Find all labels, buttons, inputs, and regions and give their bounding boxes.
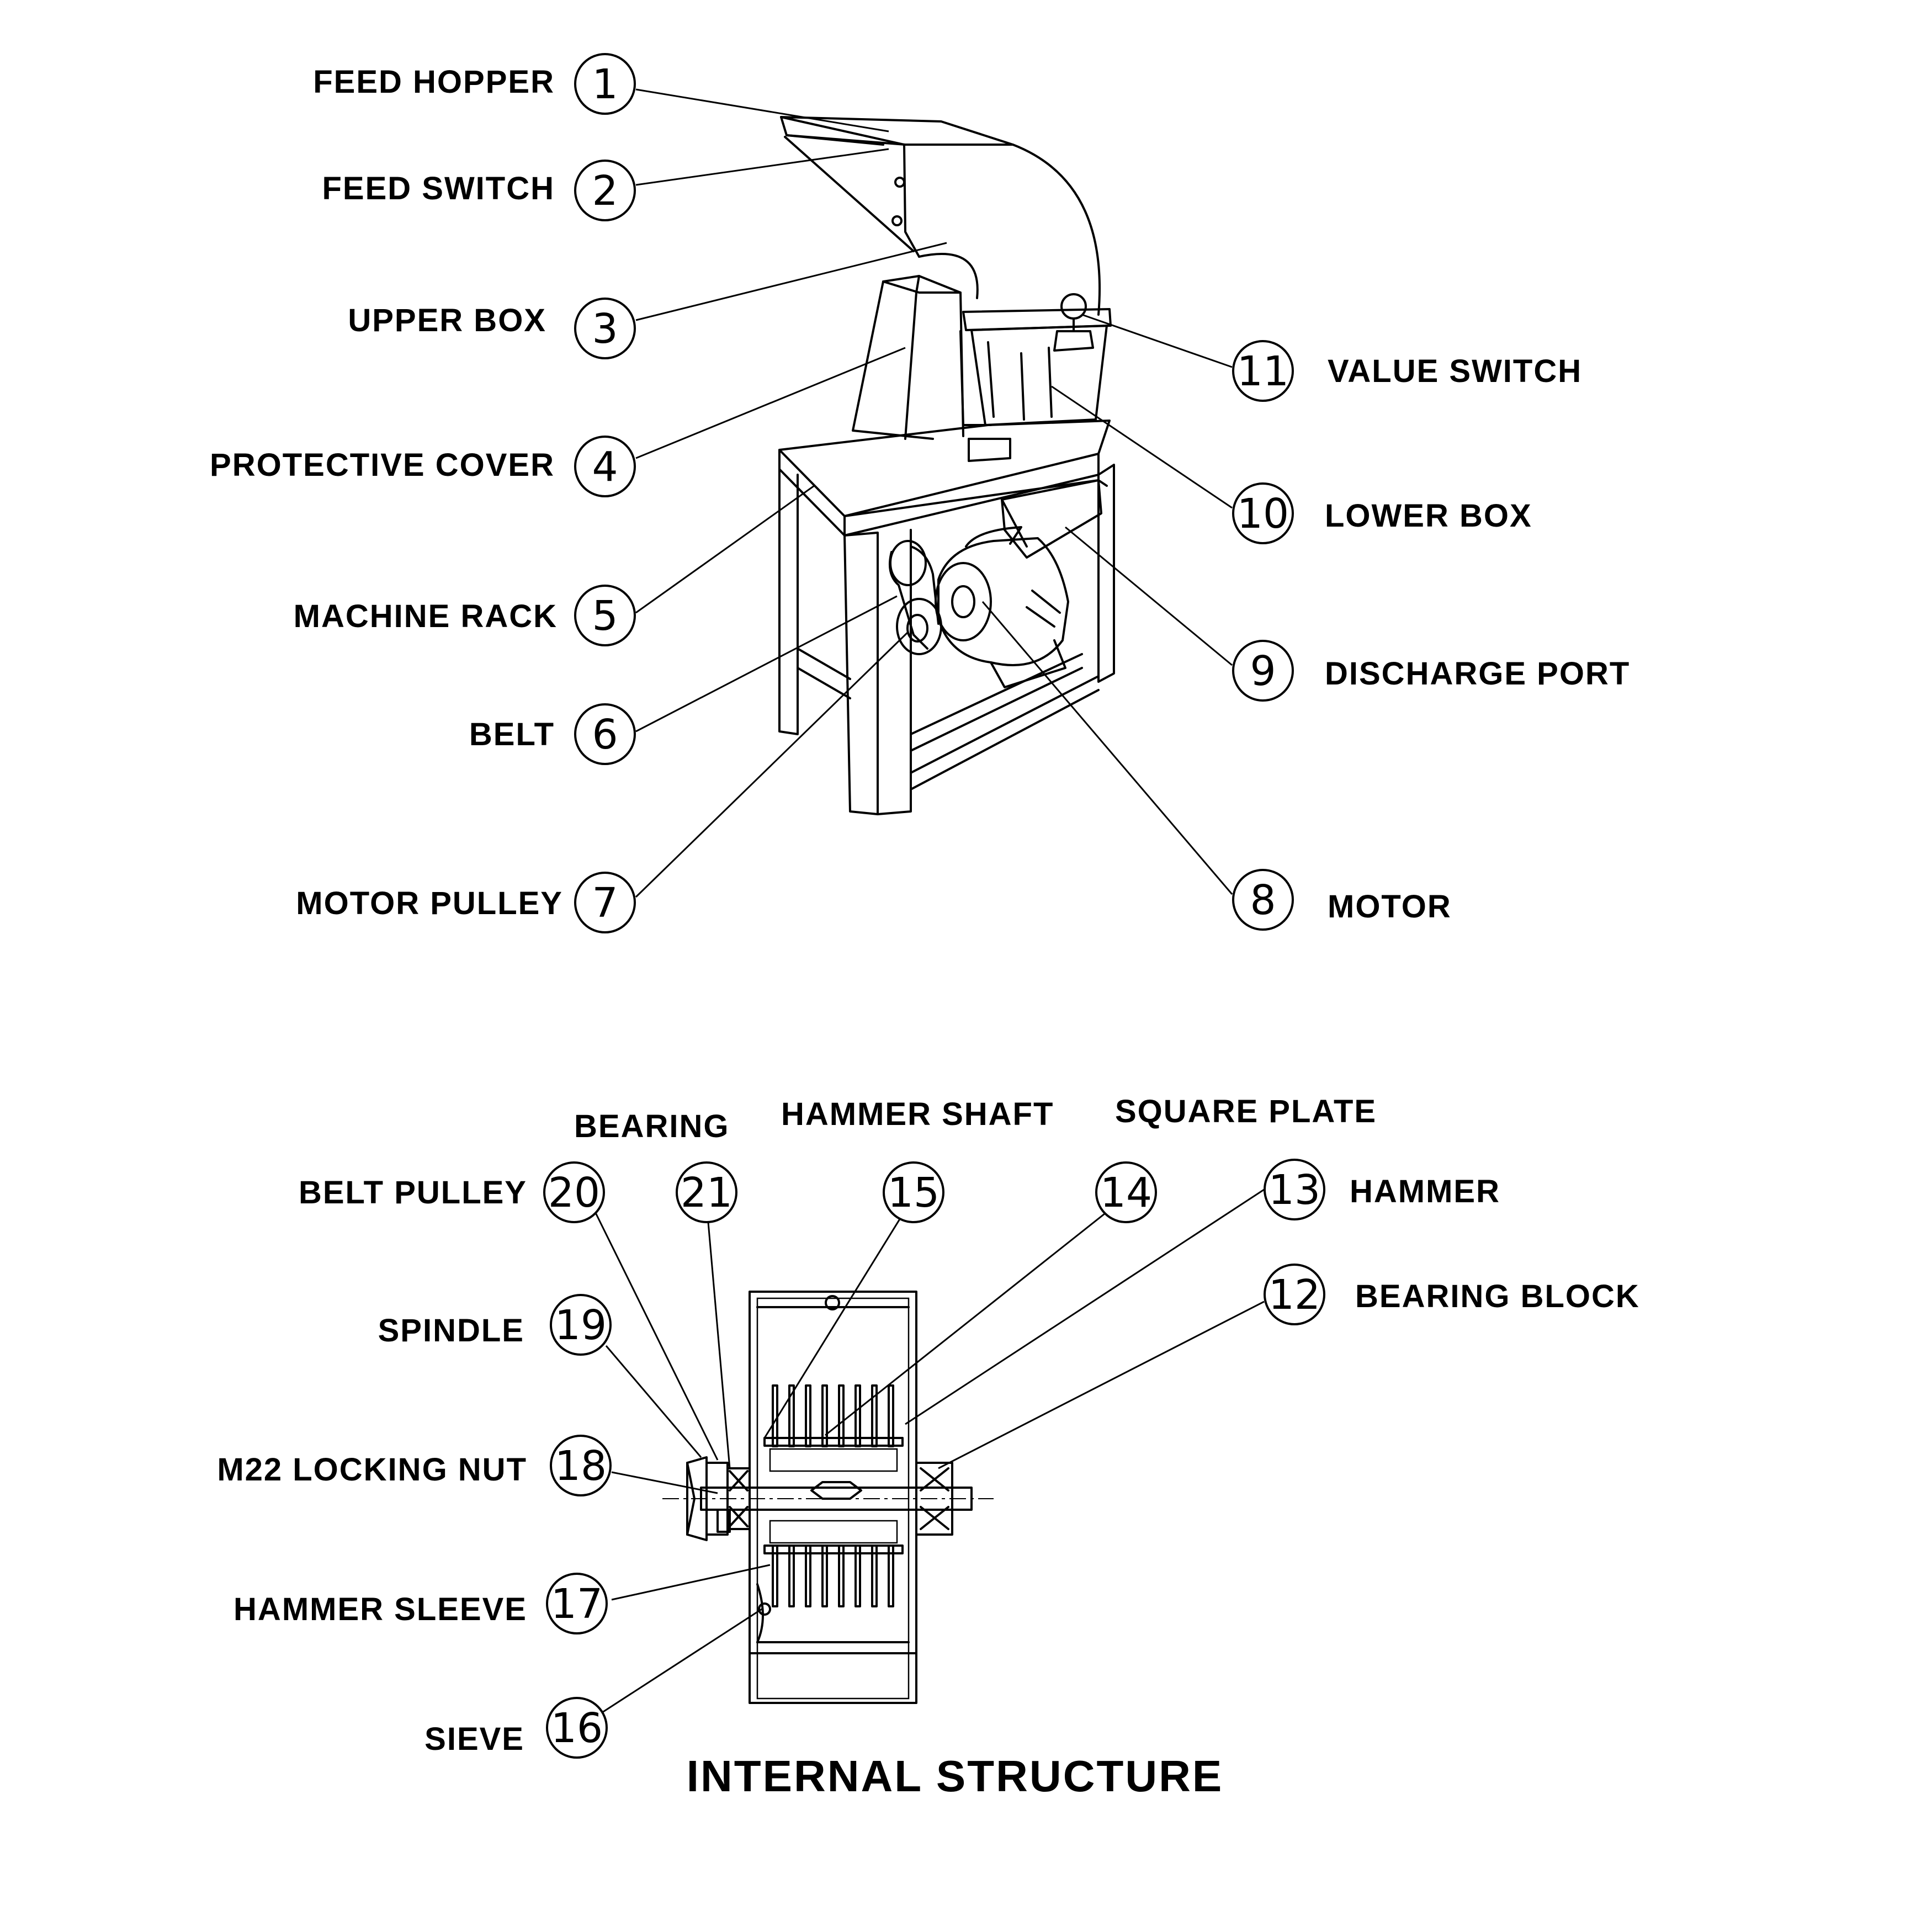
callout-16: 16 SIEVE [424, 1697, 608, 1759]
callout-label: BELT [469, 716, 555, 752]
callout-number: 14 [1100, 1169, 1152, 1217]
callout-11: 11 VALUE SWITCH [1232, 340, 1582, 402]
section-title: INTERNAL STRUCTURE [687, 1751, 1224, 1801]
callout-circle [574, 585, 636, 646]
callout-3: 3 UPPER BOX [348, 298, 636, 359]
callout-13: 13 HAMMER [1264, 1159, 1500, 1220]
callout-17: 17 HAMMER SLEEVE [233, 1573, 608, 1634]
callout-number: 2 [592, 167, 618, 215]
callout-5: 5 MACHINE RACK [294, 585, 636, 646]
callout-10: 10 LOWER BOX [1232, 482, 1532, 544]
callout-number: 6 [592, 711, 618, 758]
callout-number: 8 [1250, 877, 1276, 924]
callout-circle [1232, 340, 1294, 402]
callout-label: BEARING [574, 1108, 729, 1144]
callout-label: SQUARE PLATE [1115, 1094, 1377, 1129]
callout-circle [574, 703, 636, 765]
callout-label: MACHINE RACK [294, 598, 558, 634]
callout-label: MOTOR PULLEY [296, 885, 563, 921]
callout-21: 21 BEARING [574, 1108, 737, 1223]
callout-label: VALUE SWITCH [1328, 353, 1582, 389]
callout-7: 7 MOTOR PULLEY [296, 872, 636, 933]
callout-number: 4 [592, 443, 618, 491]
hammer-blade [788, 1544, 795, 1607]
callout-number: 11 [1237, 348, 1289, 395]
callout-circle [550, 1294, 612, 1356]
callout-label: FEED SWITCH [322, 171, 555, 206]
callout-circle [1232, 869, 1294, 931]
callout-circle [574, 160, 636, 221]
callout-circle [883, 1161, 944, 1223]
callout-number: 20 [548, 1169, 600, 1217]
callout-9: 9 DISCHARGE PORT [1232, 640, 1630, 702]
callout-number: 5 [592, 592, 618, 640]
callout-12: 12 BEARING BLOCK [1264, 1264, 1640, 1325]
callout-circle [574, 298, 636, 359]
leader-lines [591, 88, 1265, 1717]
callout-20: 20 BELT PULLEY [299, 1161, 605, 1223]
callout-label: PROTECTIVE COVER [210, 447, 555, 483]
callout-circle [543, 1161, 605, 1223]
callout-6: 6 BELT [469, 703, 636, 765]
hammer-blade [821, 1544, 828, 1607]
callout-number: 9 [1250, 647, 1276, 695]
callout-circle [574, 872, 636, 933]
callout-label: MOTOR [1328, 889, 1452, 925]
callout-circle [1264, 1264, 1325, 1325]
callout-circle [550, 1435, 612, 1496]
callout-circle [546, 1697, 608, 1759]
callout-label: M22 LOCKING NUT [217, 1452, 527, 1488]
callout-label: HAMMER SHAFT [781, 1096, 1054, 1132]
callout-number: 1 [592, 61, 618, 108]
callout-2: 2 FEED SWITCH [322, 160, 636, 221]
callout-label: BEARING BLOCK [1355, 1278, 1640, 1314]
callout-15: 15 HAMMER SHAFT [781, 1096, 1054, 1223]
hammer-blade [888, 1544, 894, 1607]
callout-number: 3 [592, 305, 618, 353]
callout-number: 18 [555, 1442, 607, 1490]
callout-label: SPINDLE [378, 1313, 524, 1349]
machine-drawing [778, 116, 1115, 815]
callout-label: UPPER BOX [348, 302, 546, 338]
callout-circle [1264, 1159, 1325, 1220]
callout-circle [676, 1161, 737, 1223]
hammer-blade [805, 1544, 811, 1607]
callout-label: HAMMER SLEEVE [233, 1591, 527, 1627]
callout-number: 15 [888, 1169, 940, 1217]
callout-18: 18 M22 LOCKING NUT [217, 1435, 612, 1496]
internal-structure-drawing [662, 1291, 994, 1704]
callout-4: 4 PROTECTIVE COVER [210, 436, 636, 497]
callout-circle [574, 436, 636, 497]
callout-circle [574, 53, 636, 115]
callout-label: LOWER BOX [1325, 498, 1532, 534]
callout-number: 7 [592, 879, 618, 927]
callout-14: 14 SQUARE PLATE [1095, 1094, 1377, 1223]
callout-number: 12 [1268, 1271, 1320, 1319]
callout-number: 10 [1237, 490, 1289, 538]
callout-circle [1095, 1161, 1157, 1223]
callout-label: SIEVE [424, 1721, 524, 1757]
callout-circle [546, 1573, 608, 1634]
callout-circle [1232, 482, 1294, 544]
hammer-blade [854, 1544, 861, 1607]
callout-1: 1 FEED HOPPER [313, 53, 636, 115]
hammer-blade [838, 1544, 845, 1607]
callout-label: BELT PULLEY [299, 1175, 527, 1211]
callout-number: 17 [551, 1580, 603, 1628]
hammer-blade [772, 1544, 778, 1607]
callout-8: 8 MOTOR [1232, 869, 1452, 931]
hammer-blade [871, 1544, 878, 1607]
callout-number: 19 [555, 1302, 607, 1349]
callout-label: HAMMER [1350, 1174, 1500, 1209]
callout-label: FEED HOPPER [313, 64, 555, 100]
callout-number: 13 [1268, 1166, 1320, 1214]
callout-number: 21 [681, 1169, 733, 1217]
callout-label: DISCHARGE PORT [1325, 656, 1630, 692]
callout-number: 16 [551, 1705, 603, 1752]
callout-circle [1232, 640, 1294, 702]
callout-19: 19 SPINDLE [378, 1294, 612, 1356]
